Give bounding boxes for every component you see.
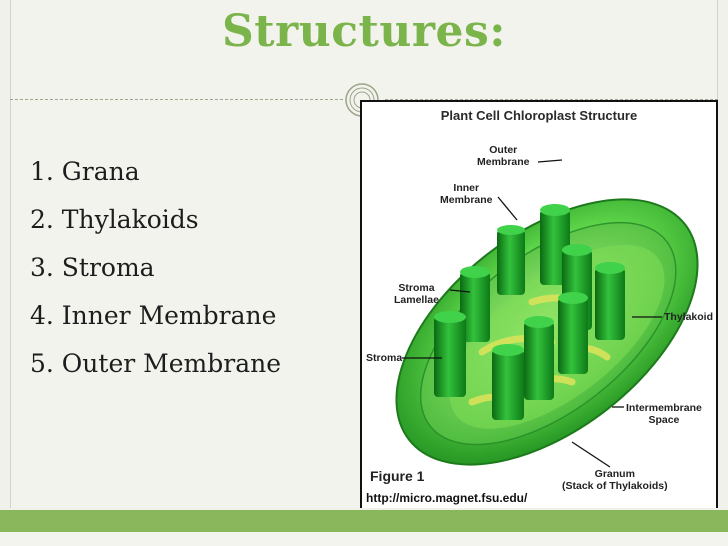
list-item: 2. Thylakoids	[30, 205, 199, 234]
figure-title: Plant Cell Chloroplast Structure	[440, 108, 638, 123]
figure-number: Figure 1	[370, 468, 425, 484]
list-item: 1. Grana	[30, 157, 140, 186]
list-item: 4. Inner Membrane	[30, 301, 277, 330]
structures-list: 1. Grana 2. Thylakoids 3. Stroma 4. Inne…	[30, 152, 281, 392]
grana-stacks	[434, 204, 625, 420]
title-divider-right	[385, 99, 718, 100]
label-granum: Granum (Stack of Thylakoids)	[562, 468, 668, 492]
label-outer-membrane: Outer Membrane	[477, 144, 530, 168]
list-item: 3. Stroma	[30, 253, 155, 282]
label-leader-lines	[402, 159, 662, 468]
chloroplast-figure: Plant Cell Chloroplast Structure Outer M…	[360, 100, 718, 508]
label-thylakoid: Thylakoid	[664, 311, 714, 323]
label-stroma-lamellae: Stroma Lamellae	[394, 282, 439, 306]
chloroplast-illustration	[395, 159, 699, 468]
label-intermembrane-space: Intermembrane Space	[626, 402, 702, 426]
bottom-strip	[0, 532, 728, 546]
list-item: 5. Outer Membrane	[30, 349, 281, 378]
bottom-accent-bar	[0, 510, 728, 532]
label-stroma: Stroma	[366, 352, 403, 364]
title-divider-left	[10, 99, 343, 100]
figure-source-link[interactable]: http://micro.magnet.fsu.edu/	[362, 490, 532, 506]
label-inner-membrane: Inner Membrane	[440, 182, 493, 206]
slide-title: Structures:	[221, 6, 507, 57]
